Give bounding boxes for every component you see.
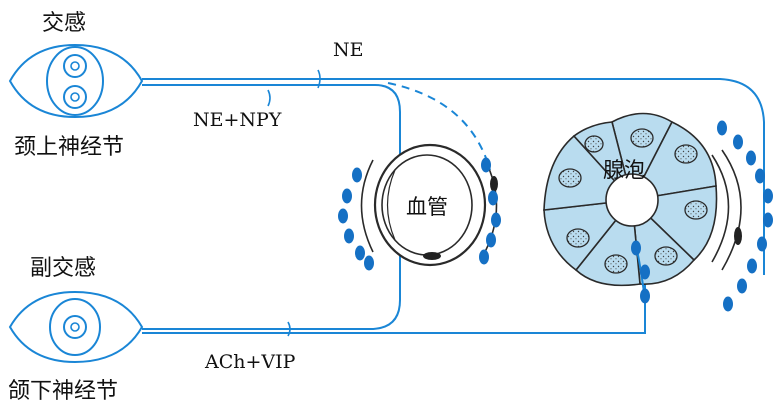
varicosity-bead [747, 258, 757, 274]
sympathetic-dashed-branch [387, 82, 491, 171]
varicosity-bead [640, 264, 650, 280]
ne-pointer [317, 69, 321, 89]
varicosity-bead [631, 240, 641, 256]
label-blood-vessel: 血管 [406, 195, 448, 219]
ne-npy-pointer [267, 89, 271, 107]
varicosity-bead [481, 157, 491, 173]
label-parasympathetic: 副交感 [30, 256, 96, 281]
varicosity-bead [733, 134, 743, 150]
varicosity-bead [755, 168, 765, 184]
varicosity-bead [717, 120, 727, 136]
varicosity-bead [364, 255, 374, 271]
varicosity-bead [352, 167, 362, 183]
label-ach-vip: ACh+VIP [204, 351, 296, 373]
varicosity-bead [355, 245, 365, 261]
acinus [543, 112, 742, 287]
varicosity-bead [342, 188, 352, 204]
varicosity-bead [757, 236, 767, 252]
varicosity-bead [338, 208, 348, 224]
blood-vessel [360, 143, 498, 267]
varicosity-bead [479, 249, 489, 265]
varicosity-bead [737, 278, 747, 294]
varicosity-bead [344, 228, 354, 244]
varicosity-bead [723, 296, 733, 312]
sympathetic-fiber-vessel [142, 84, 401, 300]
label-ne-npy: NE+NPY [193, 109, 282, 131]
label-pointers [267, 69, 321, 337]
varicosity-bead [746, 150, 756, 166]
sympathetic-fiber-acinus [142, 78, 765, 275]
label-submandibular-ganglion: 颌下神经节 [8, 379, 118, 404]
superior-cervical-ganglion [8, 43, 144, 119]
varicosity-bead [640, 288, 650, 304]
varicosity-bead [488, 190, 498, 206]
submandibular-ganglion [8, 290, 144, 364]
varicosity-bead [763, 188, 773, 204]
ach-vip-pointer [287, 321, 291, 337]
varicosity-bead [491, 212, 501, 228]
varicosity-bead [763, 212, 773, 228]
label-ne: NE [333, 39, 364, 61]
label-superior-cervical-ganglion: 颈上神经节 [14, 135, 124, 160]
parasympathetic-fiber-vessel [142, 299, 401, 330]
label-acinus: 腺泡 [603, 158, 645, 182]
varicosity-bead [486, 232, 496, 248]
varicosities [338, 120, 773, 333]
label-sympathetic: 交感 [42, 11, 86, 36]
